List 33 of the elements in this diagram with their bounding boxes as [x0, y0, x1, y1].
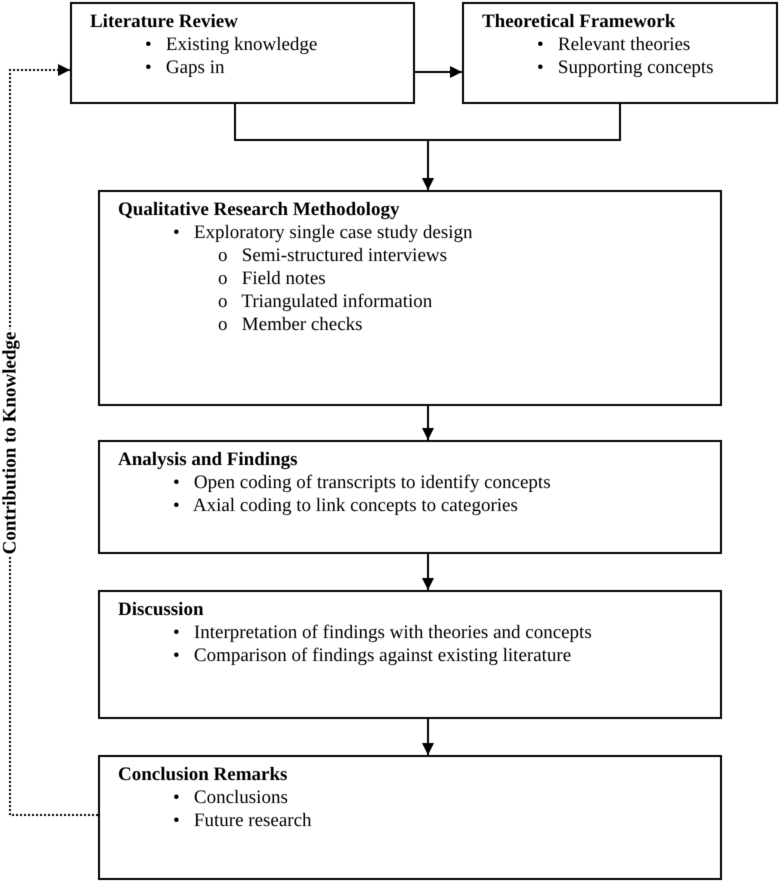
- box-heading: Theoretical Framework: [482, 10, 676, 33]
- process-box: [98, 190, 722, 406]
- bullet-item: o Semi-structured interviews: [218, 244, 448, 267]
- arrow: [422, 104, 621, 190]
- arrow: [422, 554, 434, 590]
- bullet-item: • Gaps in: [145, 56, 224, 79]
- bullet-item: o Field notes: [218, 267, 326, 290]
- bullet-item: • Open coding of transcripts to identify concepts: [173, 471, 551, 494]
- box-heading: Literature Review: [90, 10, 238, 33]
- bullet-item: • Exploratory single case study design: [173, 221, 473, 244]
- arrow: [422, 719, 434, 755]
- bullet-item: • Supporting concepts: [537, 56, 714, 79]
- process-box: [462, 2, 778, 104]
- bullet-item: o Triangulated information: [218, 290, 432, 313]
- process-box: [98, 590, 722, 719]
- process-box: [98, 755, 722, 880]
- arrow: [422, 406, 434, 440]
- bullet-item: • Relevant theories: [537, 33, 690, 56]
- box-heading: Discussion: [118, 598, 204, 621]
- arrow: [415, 66, 462, 78]
- bullet-item: • Comparison of findings against existing literature: [173, 644, 572, 667]
- box-heading: Qualitative Research Methodology: [118, 198, 400, 221]
- bullet-item: • Conclusions: [173, 786, 288, 809]
- bullet-item: o Member checks: [218, 313, 363, 336]
- process-box: [70, 2, 415, 104]
- edge-label: Contribution to Knowledge: [0, 329, 21, 556]
- bullet-item: • Axial coding to link concepts to categories: [173, 494, 518, 517]
- bullet-item: • Existing knowledge: [145, 33, 318, 56]
- bullet-item: • Future research: [173, 809, 312, 832]
- box-heading: Conclusion Remarks: [118, 763, 288, 786]
- box-heading: Analysis and Findings: [118, 448, 298, 471]
- bullet-item: • Interpretation of findings with theories and concepts: [173, 621, 592, 644]
- process-box: [98, 440, 722, 554]
